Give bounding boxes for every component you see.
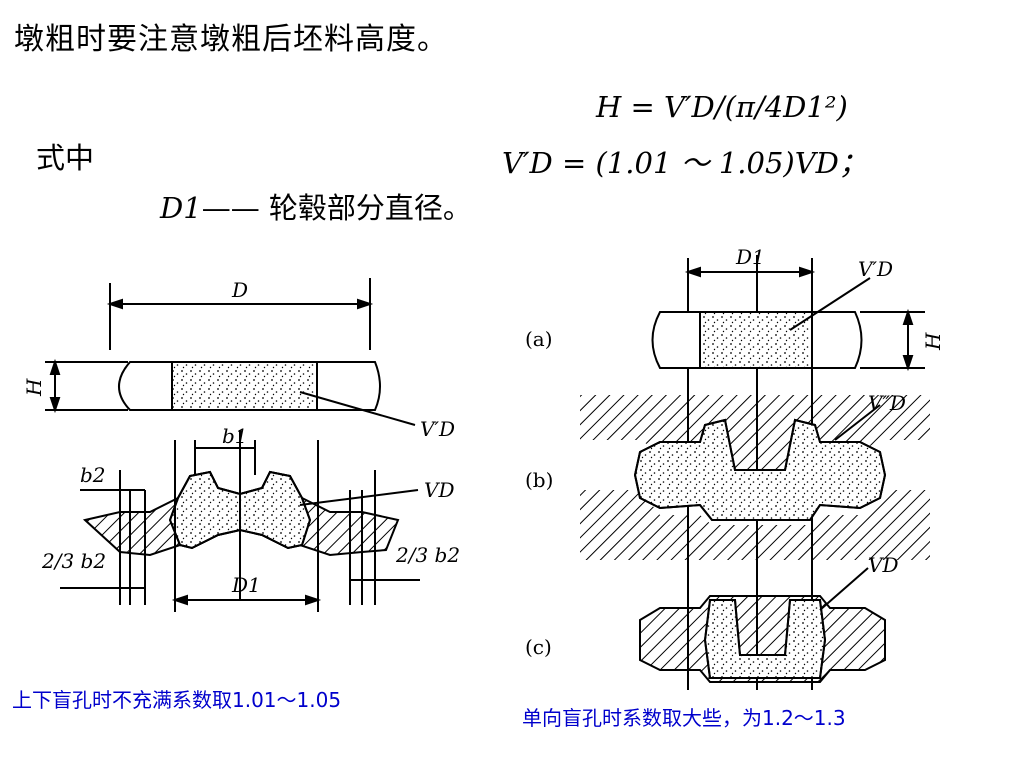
d1-symbol: D1 <box>160 191 202 225</box>
left-figure-labels: D H b1 b2 V′D VD D1 2/3 b2 2/3 b2 <box>22 278 460 597</box>
equation-height: H = V′D/(π/4D1²) <box>596 90 848 124</box>
left-label-frac-left: 2/3 b2 <box>41 549 106 573</box>
left-label-vpd: V′D <box>420 417 455 441</box>
right-label-vpd: V′D <box>858 257 893 281</box>
where-label: 式中 <box>36 141 95 175</box>
d1-dash: —— <box>201 191 260 225</box>
left-label-b2: b2 <box>80 463 106 487</box>
left-label-b1: b1 <box>222 424 248 448</box>
left-forging-figure <box>45 278 420 612</box>
left-label-h: H <box>22 378 46 397</box>
right-label-b: (b) <box>525 468 553 492</box>
right-label-c: (c) <box>525 635 552 659</box>
right-figure-labels: (a) (b) (c) D1 V′D V″D VD H <box>525 245 945 659</box>
slide-title: 墩粗时要注意墩粗后坯料高度。 <box>14 22 448 57</box>
left-label-d: D <box>231 278 248 302</box>
right-label-h: H <box>921 332 945 351</box>
right-label-a: (a) <box>525 327 553 351</box>
left-label-vd: VD <box>424 478 454 502</box>
right-forging-figure <box>580 255 930 690</box>
right-label-d1: D1 <box>735 245 765 269</box>
d1-definition: D1—— 轮毂部分直径。 <box>160 185 472 227</box>
left-label-frac-right: 2/3 b2 <box>395 543 460 567</box>
left-label-d1: D1 <box>231 573 261 597</box>
right-label-vd: VD <box>868 553 898 577</box>
right-label-vppd: V″D <box>868 391 906 415</box>
d1-definition-text: 轮毂部分直径。 <box>268 191 472 225</box>
caption-left: 上下盲孔时不充满系数取1.01～1.05 <box>12 688 342 712</box>
caption-right: 单向盲孔时系数取大些，为1.2～1.3 <box>522 706 846 730</box>
equation-volume: V′D = (1.01 ～ 1.05)VD； <box>502 146 868 180</box>
